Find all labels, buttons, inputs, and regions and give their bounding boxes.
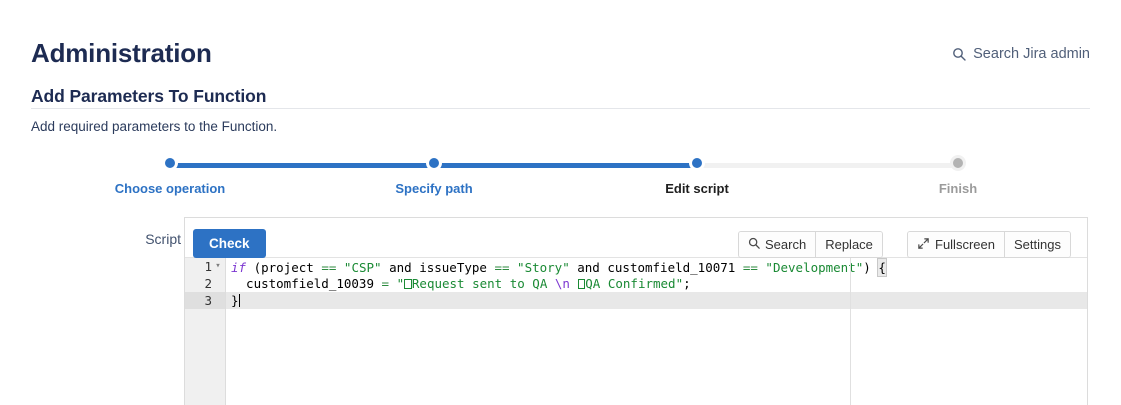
line-number: 2 [185,275,225,292]
code-fold-arrow-icon[interactable]: ▾ [215,261,221,271]
search-button[interactable]: Search [739,232,816,257]
section-description: Add required parameters to the Function. [31,119,278,134]
code-token [336,260,344,275]
code-token-operator: = [381,276,390,291]
admin-search-link[interactable]: Search Jira admin [952,46,1090,62]
line-number-text: 1 [204,259,212,274]
line-number: 1 ▾ [185,258,225,275]
editor-toolbar: Check Search Replace [185,218,1087,258]
code-token: customfield_10039 [231,276,382,291]
fullscreen-icon [917,237,930,253]
stepper-track-remaining [697,163,958,168]
settings-button-label: Settings [1013,237,1061,252]
stepper-dot [689,155,705,171]
editor-search-group: Search Replace [738,231,883,258]
code-token: and customfield_10071 [569,260,743,275]
line-number: 3 [185,292,225,309]
line-number-text: 2 [204,276,212,291]
fullscreen-button-label: Fullscreen [935,237,995,252]
page-title: Administration [31,38,212,68]
search-icon [748,237,760,252]
missing-glyph-box-icon [404,279,412,289]
fullscreen-button[interactable]: Fullscreen [908,232,1004,257]
line-number-gutter: 1 ▾ 2 3 [185,258,226,405]
code-lines[interactable]: if (project == "CSP" and issueType == "S… [226,258,1087,405]
code-token [510,260,518,275]
line-number-text: 3 [204,293,212,308]
code-token-operator: == [742,260,758,275]
code-token-operator: == [494,260,510,275]
stepper-label: Choose operation [114,181,226,196]
code-token-escape: \n [554,276,570,291]
code-line[interactable]: if (project == "CSP" and issueType == "S… [226,258,1087,277]
code-token-brace: { [877,258,887,277]
code-token: ; [683,276,691,291]
code-token-operator: == [321,260,337,275]
replace-button-label: Replace [825,237,873,252]
section-divider [31,108,1090,109]
stepper-label: Edit script [665,181,729,196]
replace-button[interactable]: Replace [815,232,882,257]
stepper-label: Specify path [395,181,473,196]
code-token-string: QA Confirmed" [585,276,684,291]
wizard-stepper: Choose operation Specify path Edit scrip… [0,155,1121,205]
stepper-label: Finish [938,181,978,196]
stepper-dot [426,155,442,171]
stepper-dot [162,155,178,171]
code-token-keyword: if [231,260,247,275]
code-token-string: "Story" [517,260,570,275]
code-token-string: "CSP" [343,260,382,275]
stepper-dot [950,155,966,171]
code-token: (project [246,260,322,275]
text-cursor [238,294,240,307]
missing-glyph-box-icon [577,279,585,289]
section-title: Add Parameters To Function [31,86,267,106]
code-token: and issueType [381,260,495,275]
code-token-string: "Development" [765,260,864,275]
code-editor[interactable]: 1 ▾ 2 3 if (project == "CSP" and issueTy… [185,258,1087,405]
code-token-string [570,276,578,291]
editor-view-group: Fullscreen Settings [907,231,1071,258]
code-line[interactable]: } [226,292,1087,309]
print-margin-ruler [850,258,851,405]
admin-search-label: Search Jira admin [973,46,1090,62]
code-token: ) [863,260,879,275]
script-editor-panel: Check Search Replace [184,217,1088,405]
code-token-string: " [396,276,405,291]
search-button-label: Search [765,237,807,252]
code-token-string: Request sent to QA [411,276,555,291]
check-button[interactable]: Check [193,229,266,258]
search-icon [952,47,966,61]
code-token [389,276,397,291]
code-token-brace: } [231,293,239,308]
script-field-label: Script [145,231,181,247]
code-line[interactable]: customfield_10039 = "Request sent to QA … [226,275,1087,292]
settings-button[interactable]: Settings [1003,232,1070,257]
